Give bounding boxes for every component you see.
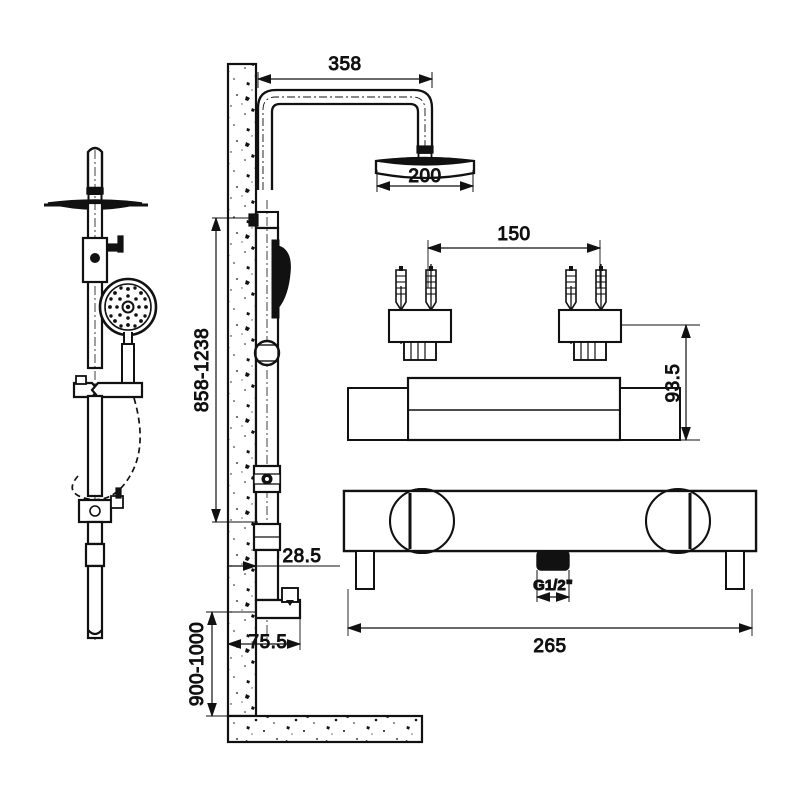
dimension-label-900-1000: 900-1000 [187, 622, 208, 706]
dimension-label-200: 200 [408, 166, 441, 187]
front-handset-head [98, 277, 158, 391]
side-lower-sleeve [252, 522, 282, 552]
dimension-rain-head-diameter: 200 [375, 166, 475, 192]
view-side-elevation: 358 200 858-1238 [187, 54, 476, 744]
dimension-label-858-1238: 858-1238 [192, 328, 213, 412]
fixing-right [557, 264, 623, 361]
view-valve-top: 150 93.5 [347, 224, 700, 442]
fixing-left [387, 264, 453, 361]
dimension-inlet-centres: 150 [426, 224, 602, 288]
side-riser-arm [256, 88, 434, 190]
front-rain-head [44, 146, 148, 210]
dimension-valve-height-range: 900-1000 [187, 610, 256, 718]
front-shower-hose [71, 397, 141, 501]
dimension-inlet-thread: G1/2" [533, 570, 573, 602]
side-handset [271, 239, 291, 319]
valve-handle-left [342, 487, 758, 555]
side-rain-head [374, 145, 476, 180]
dimension-label-28-5: 28.5 [283, 546, 322, 567]
side-slider-ring [253, 339, 281, 367]
dimension-riser-arm-projection: 358 [256, 54, 434, 88]
dimension-wall-offset: 28.5 [228, 546, 340, 571]
view-valve-front: G1/2" 265 [342, 487, 758, 658]
view-front-elevation [44, 146, 158, 640]
side-outlet-elbow [254, 548, 302, 620]
dimension-label-93-5: 93.5 [663, 364, 684, 403]
dimension-label-358: 358 [328, 54, 361, 75]
dimension-label-75-5: 75.5 [249, 632, 288, 653]
front-slider-bracket [72, 375, 144, 399]
side-upper-bracket [248, 210, 280, 230]
wall-section [226, 62, 258, 718]
valve-legs [355, 550, 745, 590]
dimension-valve-depth: 93.5 [621, 323, 700, 442]
side-valve-body [252, 464, 282, 494]
dimension-label-g-half: G1/2" [533, 577, 573, 594]
valve-outlet [536, 550, 570, 571]
valve-handle-right [644, 487, 712, 555]
dimension-label-150: 150 [497, 224, 530, 245]
dimension-outlet-projection: 75.5 [226, 618, 302, 654]
dimension-valve-width: 265 [346, 589, 754, 658]
front-rail-tail [84, 520, 106, 640]
valve-bar-top [347, 376, 681, 442]
wall-plug-left-a [395, 266, 407, 312]
front-wall-outlet [77, 394, 124, 524]
floor-section [226, 714, 424, 744]
front-handset-holder [81, 235, 124, 284]
dimension-riser-height-range: 858-1238 [192, 216, 258, 524]
dimension-label-265: 265 [533, 636, 566, 657]
